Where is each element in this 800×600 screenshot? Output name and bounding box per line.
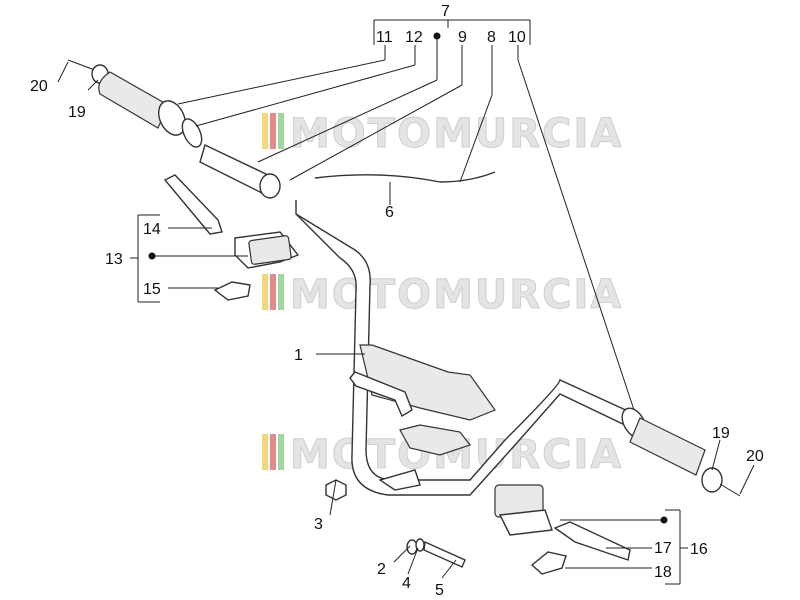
callout-6: 6 bbox=[385, 204, 394, 221]
callout-1: 1 bbox=[294, 347, 303, 364]
callout-20-right: 20 bbox=[746, 448, 764, 465]
callout-12: 12 bbox=[405, 29, 423, 46]
callout-13: 13 bbox=[105, 251, 123, 268]
callout-3: 3 bbox=[314, 516, 323, 533]
callout-19-left: 19 bbox=[68, 104, 86, 121]
right-grip-assembly bbox=[621, 407, 741, 497]
callout-9: 9 bbox=[458, 29, 467, 46]
callout-16: 16 bbox=[690, 541, 708, 558]
leader-lines bbox=[57, 38, 755, 579]
callout-20-left: 20 bbox=[30, 78, 48, 95]
watermark-stripes-2 bbox=[262, 274, 284, 310]
watermark-stripes-1 bbox=[262, 113, 284, 149]
watermark-text-2: MOTOMURCIA bbox=[290, 272, 623, 318]
handlebar bbox=[295, 200, 631, 496]
callout-10: 10 bbox=[508, 29, 526, 46]
callout-5: 5 bbox=[435, 582, 444, 599]
watermark-group: MOTOMURCIA MOTOMURCIA MOTOMURCIA bbox=[262, 111, 623, 479]
callout-15: 15 bbox=[143, 281, 161, 298]
group-dot-13 bbox=[148, 252, 156, 260]
callout-19-right: 19 bbox=[712, 425, 730, 442]
callout-8: 8 bbox=[487, 29, 496, 46]
right-brake-assembly bbox=[494, 484, 631, 575]
callout-11: 11 bbox=[376, 29, 393, 46]
callout-17: 17 bbox=[654, 540, 672, 557]
callout-4: 4 bbox=[402, 575, 411, 592]
callout-7: 7 bbox=[441, 3, 450, 20]
group-dot-12 bbox=[433, 32, 441, 40]
watermark-stripes-3 bbox=[262, 434, 284, 470]
group-dot-16 bbox=[660, 516, 668, 524]
bracket-16 bbox=[665, 509, 688, 585]
bracket-7 bbox=[373, 19, 531, 45]
left-brake-assembly bbox=[163, 174, 300, 301]
callout-18: 18 bbox=[654, 564, 672, 581]
hardware-bottom bbox=[325, 479, 466, 568]
callout-2: 2 bbox=[377, 561, 386, 578]
callout-14: 14 bbox=[143, 221, 161, 238]
watermark-text-1: MOTOMURCIA bbox=[290, 111, 623, 157]
bracket-13 bbox=[130, 214, 160, 303]
